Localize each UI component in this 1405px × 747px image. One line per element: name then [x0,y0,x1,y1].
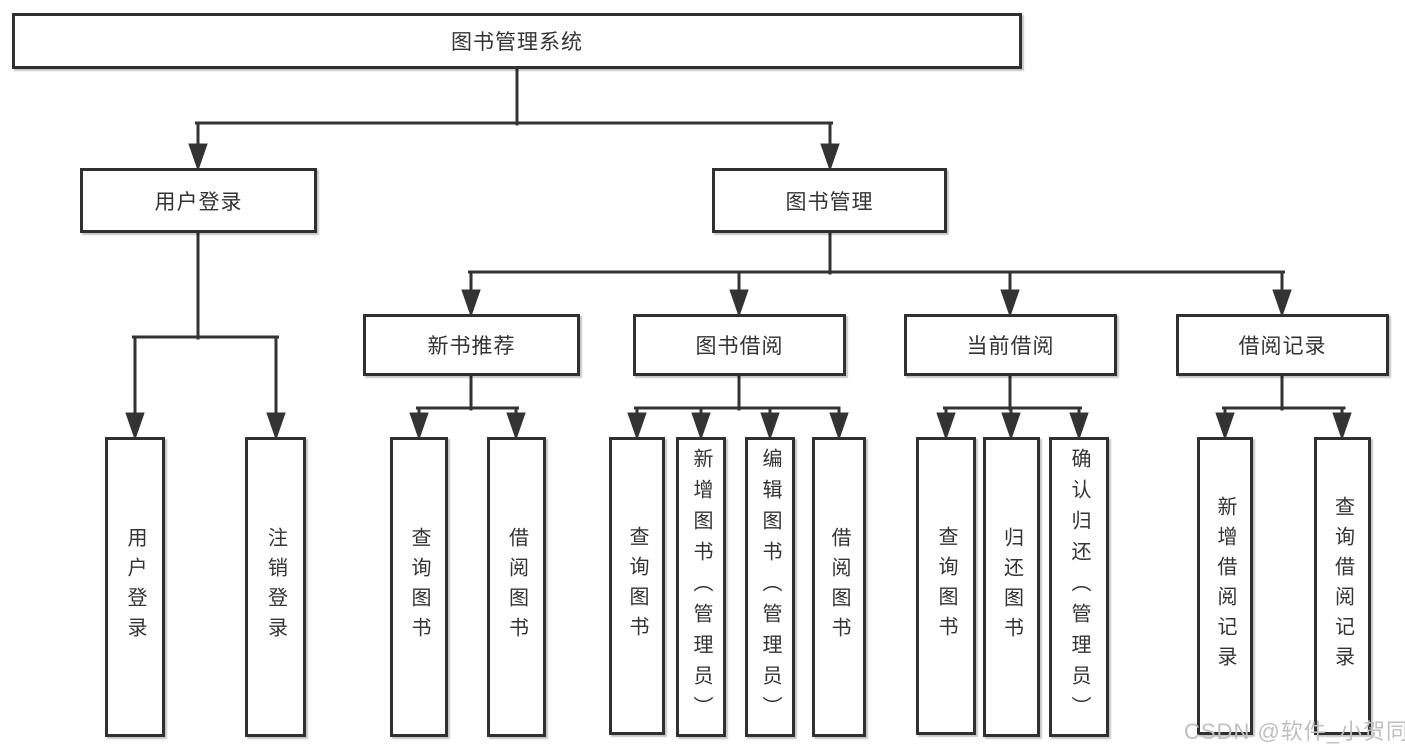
leaf-add-book-admin: 新增图书（管理员） [676,437,726,737]
leaf-query-borrow-record: 查询借阅记录 [1314,437,1371,735]
leaf-add-borrow-record: 新增借阅记录 [1197,437,1253,735]
leaf-query-books-recommend: 查询图书 [390,437,448,737]
node-borrowing-records: 借阅记录 [1176,314,1389,376]
leaf-query-books-borrowing: 查询图书 [609,437,665,735]
leaf-logout: 注销登录 [245,437,306,737]
leaf-edit-book-admin: 编辑图书（管理员） [745,437,795,737]
csdn-watermark: CSDN @软件_小贺同学 [1184,719,1405,744]
node-book-management: 图书管理 [712,168,947,233]
leaf-borrow-books-borrowing: 借阅图书 [812,437,866,737]
node-book-borrowing: 图书借阅 [633,314,846,376]
node-new-book-recommend: 新书推荐 [363,314,580,376]
leaf-return-books: 归还图书 [983,437,1040,737]
leaf-query-books-current: 查询图书 [916,437,976,735]
node-library-system: 图书管理系统 [12,13,1022,69]
leaf-user-login: 用户登录 [105,437,165,737]
leaf-confirm-return-admin: 确认归还（管理员） [1049,437,1109,737]
node-current-borrowing: 当前借阅 [904,314,1117,376]
leaf-borrow-books-recommend: 借阅图书 [487,437,546,737]
node-user-login: 用户登录 [80,168,317,233]
